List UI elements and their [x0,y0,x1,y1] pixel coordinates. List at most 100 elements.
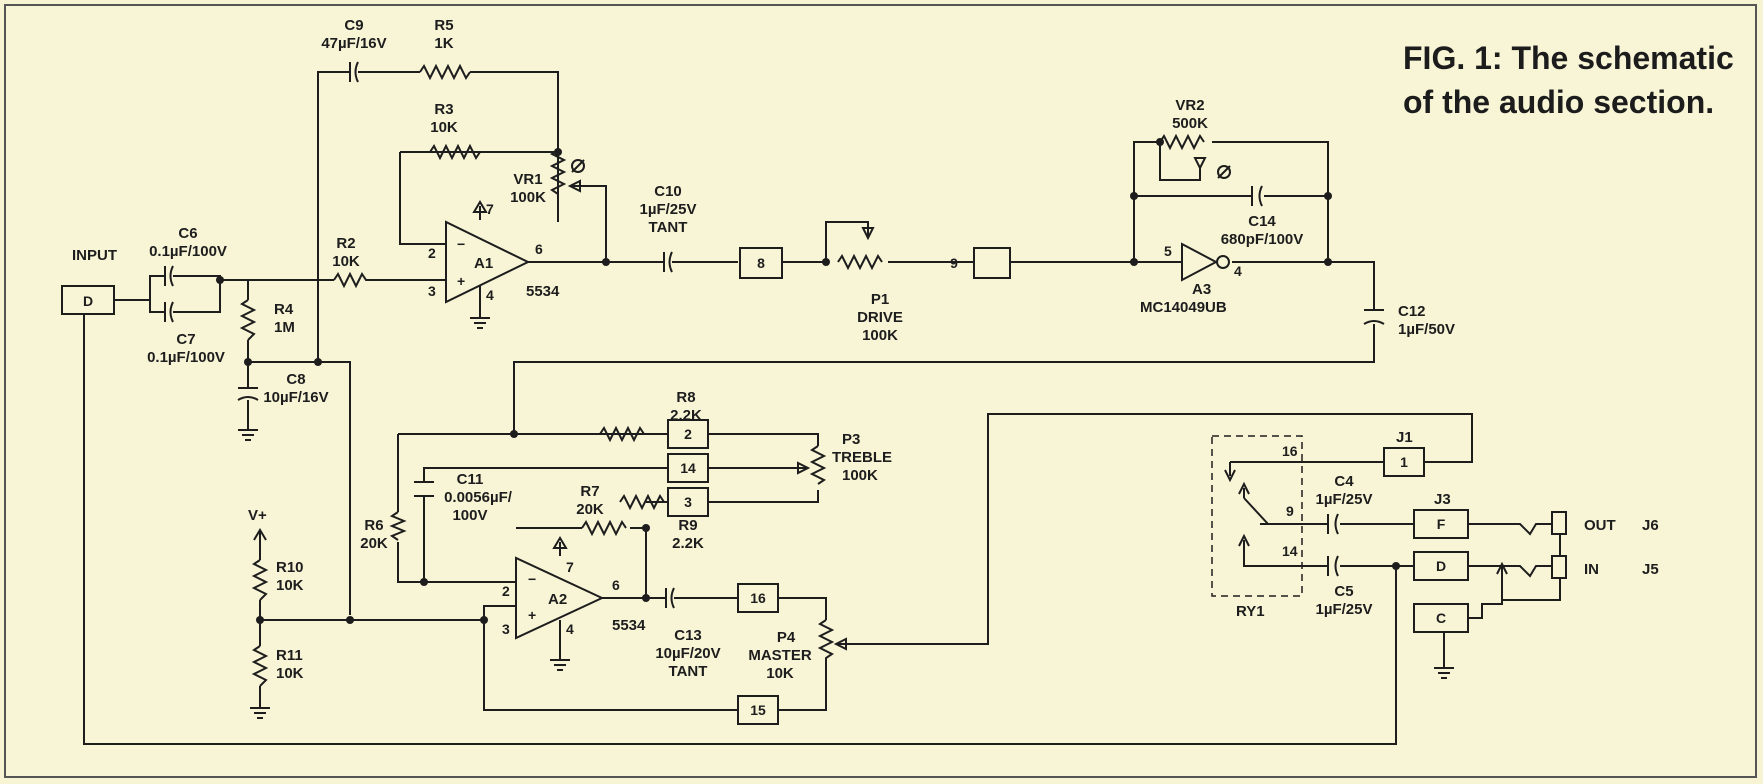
box-f: F [1413,509,1469,539]
svg-text:3: 3 [502,621,510,637]
relay-ry1: 16 9 14 RY1 [1211,435,1306,620]
svg-text:C12: C12 [1398,303,1426,320]
svg-text:R3: R3 [434,101,453,118]
svg-text:10K: 10K [766,665,794,682]
opamp-a2: − + A2 5534 2 3 6 7 4 [502,536,646,640]
svg-text:C13: C13 [674,627,702,644]
jack-j6-ref: J6 [1642,517,1659,534]
svg-text:4: 4 [486,287,494,303]
svg-text:P1: P1 [871,291,889,308]
figure-frame [4,4,1757,778]
capacitors [164,61,1385,609]
svg-text:10K: 10K [276,665,304,682]
input-label: INPUT [72,247,117,264]
svg-text:−: − [457,236,465,252]
opamp-a2-ref: A2 [548,591,567,608]
svg-text:TANT: TANT [669,663,708,680]
input-connector: D [61,285,115,315]
svg-text:9: 9 [1286,503,1294,519]
svg-text:7: 7 [486,201,494,217]
svg-text:2: 2 [684,426,692,442]
box-d: D [1413,551,1469,581]
svg-text:15: 15 [750,702,766,718]
svg-text:MASTER: MASTER [748,647,812,664]
svg-text:C: C [1436,610,1446,626]
svg-text:10K: 10K [332,253,360,270]
pot-p4 [817,619,847,664]
box-16: 16 [737,583,779,613]
jacks-j5-j6: OUT J6 IN J5 [1496,511,1659,580]
svg-text:TREBLE: TREBLE [832,449,892,466]
resistor-r9 [619,493,665,511]
box-15: 15 [737,695,779,725]
svg-text:R10: R10 [276,559,304,576]
svg-text:P4: P4 [777,629,796,646]
svg-text:100K: 100K [510,189,546,206]
inverter-a3-part: MC14049UB [1140,299,1227,316]
svg-text:J3: J3 [1434,491,1451,508]
svg-text:3: 3 [684,494,692,510]
component-labels: C9 47µF/16V R5 1K R3 10K VR1 100K C10 1µ… [147,17,1455,682]
opamp-a2-part: 5534 [612,617,646,634]
svg-text:C4: C4 [1334,473,1354,490]
svg-text:R11: R11 [276,647,303,664]
svg-text:1M: 1M [274,319,295,336]
svg-text:C5: C5 [1334,583,1353,600]
box-2: 2 [667,419,709,449]
svg-text:500K: 500K [1172,115,1208,132]
caption-line-2: of the audio section. [1403,84,1715,120]
svg-text:4: 4 [566,621,574,637]
svg-text:1: 1 [1400,454,1408,470]
inverter-a3: 5 4 A3 MC14049UB [1140,242,1242,316]
svg-text:100K: 100K [862,327,898,344]
svg-text:P3: P3 [842,431,860,448]
svg-text:2: 2 [428,245,436,261]
svg-text:R5: R5 [434,17,453,34]
svg-text:C9: C9 [344,17,363,34]
jack-in-label: IN [1584,561,1599,578]
resistors [239,63,665,687]
svg-text:47µF/16V: 47µF/16V [321,35,386,52]
svg-text:C10: C10 [654,183,682,200]
svg-text:VR2: VR2 [1175,97,1204,114]
svg-text:0.0056µF/: 0.0056µF/ [444,489,513,506]
opamp-a1-part: 5534 [526,283,560,300]
relay-ry1-ref: RY1 [1236,603,1265,620]
box-j1: 1 [1383,447,1425,477]
svg-text:D: D [1436,558,1446,574]
figure-caption: FIG. 1: The schematic of the audio secti… [1403,36,1743,124]
svg-text:5: 5 [1164,243,1172,259]
resistor-r8 [599,425,645,443]
box-3: 3 [667,487,709,517]
svg-text:10K: 10K [276,577,304,594]
svg-text:1µF/50V: 1µF/50V [1398,321,1455,338]
resistor-r5 [419,63,471,81]
jack-out-label: OUT [1584,517,1616,534]
svg-text:16: 16 [1282,443,1298,459]
svg-text:3: 3 [428,283,436,299]
box-8: 8 [739,247,783,279]
svg-text:0.1µF/100V: 0.1µF/100V [147,349,225,366]
svg-text:V+: V+ [248,507,267,524]
svg-text:10µF/20V: 10µF/20V [655,645,720,662]
svg-text:6: 6 [612,577,620,593]
svg-text:R7: R7 [580,483,599,500]
resistor-r2 [333,271,370,289]
pot-p1 [837,227,883,271]
svg-text:7: 7 [566,559,574,575]
svg-text:680pF/100V: 680pF/100V [1221,231,1304,248]
pot-p3 [797,445,827,485]
svg-text:0.1µF/100V: 0.1µF/100V [149,243,227,260]
svg-text:D: D [83,293,93,309]
junction-dots [216,138,1400,624]
svg-text:14: 14 [680,460,696,476]
svg-text:J1: J1 [1396,429,1413,446]
svg-text:TANT: TANT [649,219,688,236]
svg-text:C14: C14 [1248,213,1276,230]
svg-text:2.2K: 2.2K [670,407,702,424]
resistor-r11 [251,645,269,687]
svg-text:R6: R6 [364,517,383,534]
svg-text:C8: C8 [286,371,305,388]
svg-text:R9: R9 [678,517,697,534]
